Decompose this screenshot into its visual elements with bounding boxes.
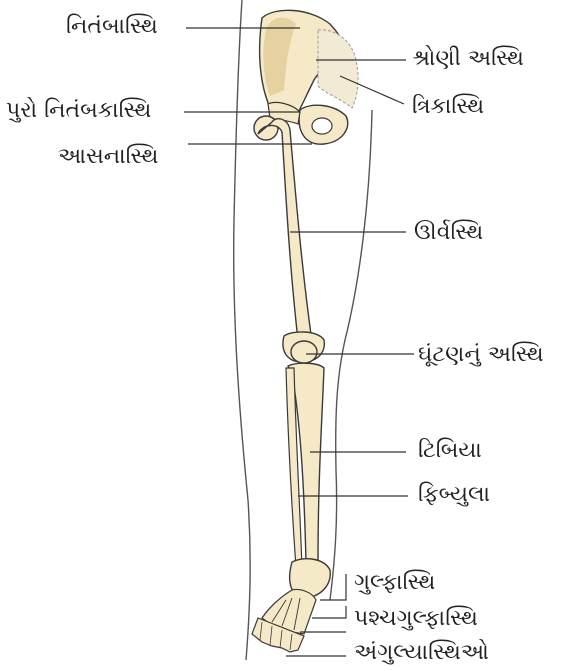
label-pelvis: શ્રોણી અસ્થિ [412, 48, 524, 70]
patella-bone [291, 341, 317, 363]
label-ilium: નિતંબાસ્થિ [66, 16, 158, 38]
label-patella: ઘૂંટણનું અસ્થિ [418, 344, 544, 366]
sacrum-bone [318, 30, 358, 108]
label-tarsals: ગુલ્ફાસ્થિ [354, 572, 435, 594]
leader-metatarsals [312, 606, 346, 618]
label-tibia: ટિબિયા [418, 440, 482, 462]
label-fibula: ફિબ્યુલા [418, 484, 490, 506]
label-metatarsals: પશ્ચગુલ્ફાસ્થિ [354, 608, 478, 630]
leg-outline-right [330, 110, 372, 600]
label-phalanges: અંગુલ્યાસ્થિઓ [354, 642, 489, 664]
label-pubis: પુરો નિતંબકાસ્થિ [6, 100, 151, 122]
label-sacrum: ત્રિકાસ્થિ [412, 96, 484, 118]
label-femur: ઊર્વસ્થિ [414, 222, 483, 244]
obturator-foramen [312, 118, 332, 134]
label-ischium: આસનાસ્થિ [58, 146, 158, 168]
femur-bone [258, 119, 312, 342]
leg-outline-left [234, 0, 250, 660]
